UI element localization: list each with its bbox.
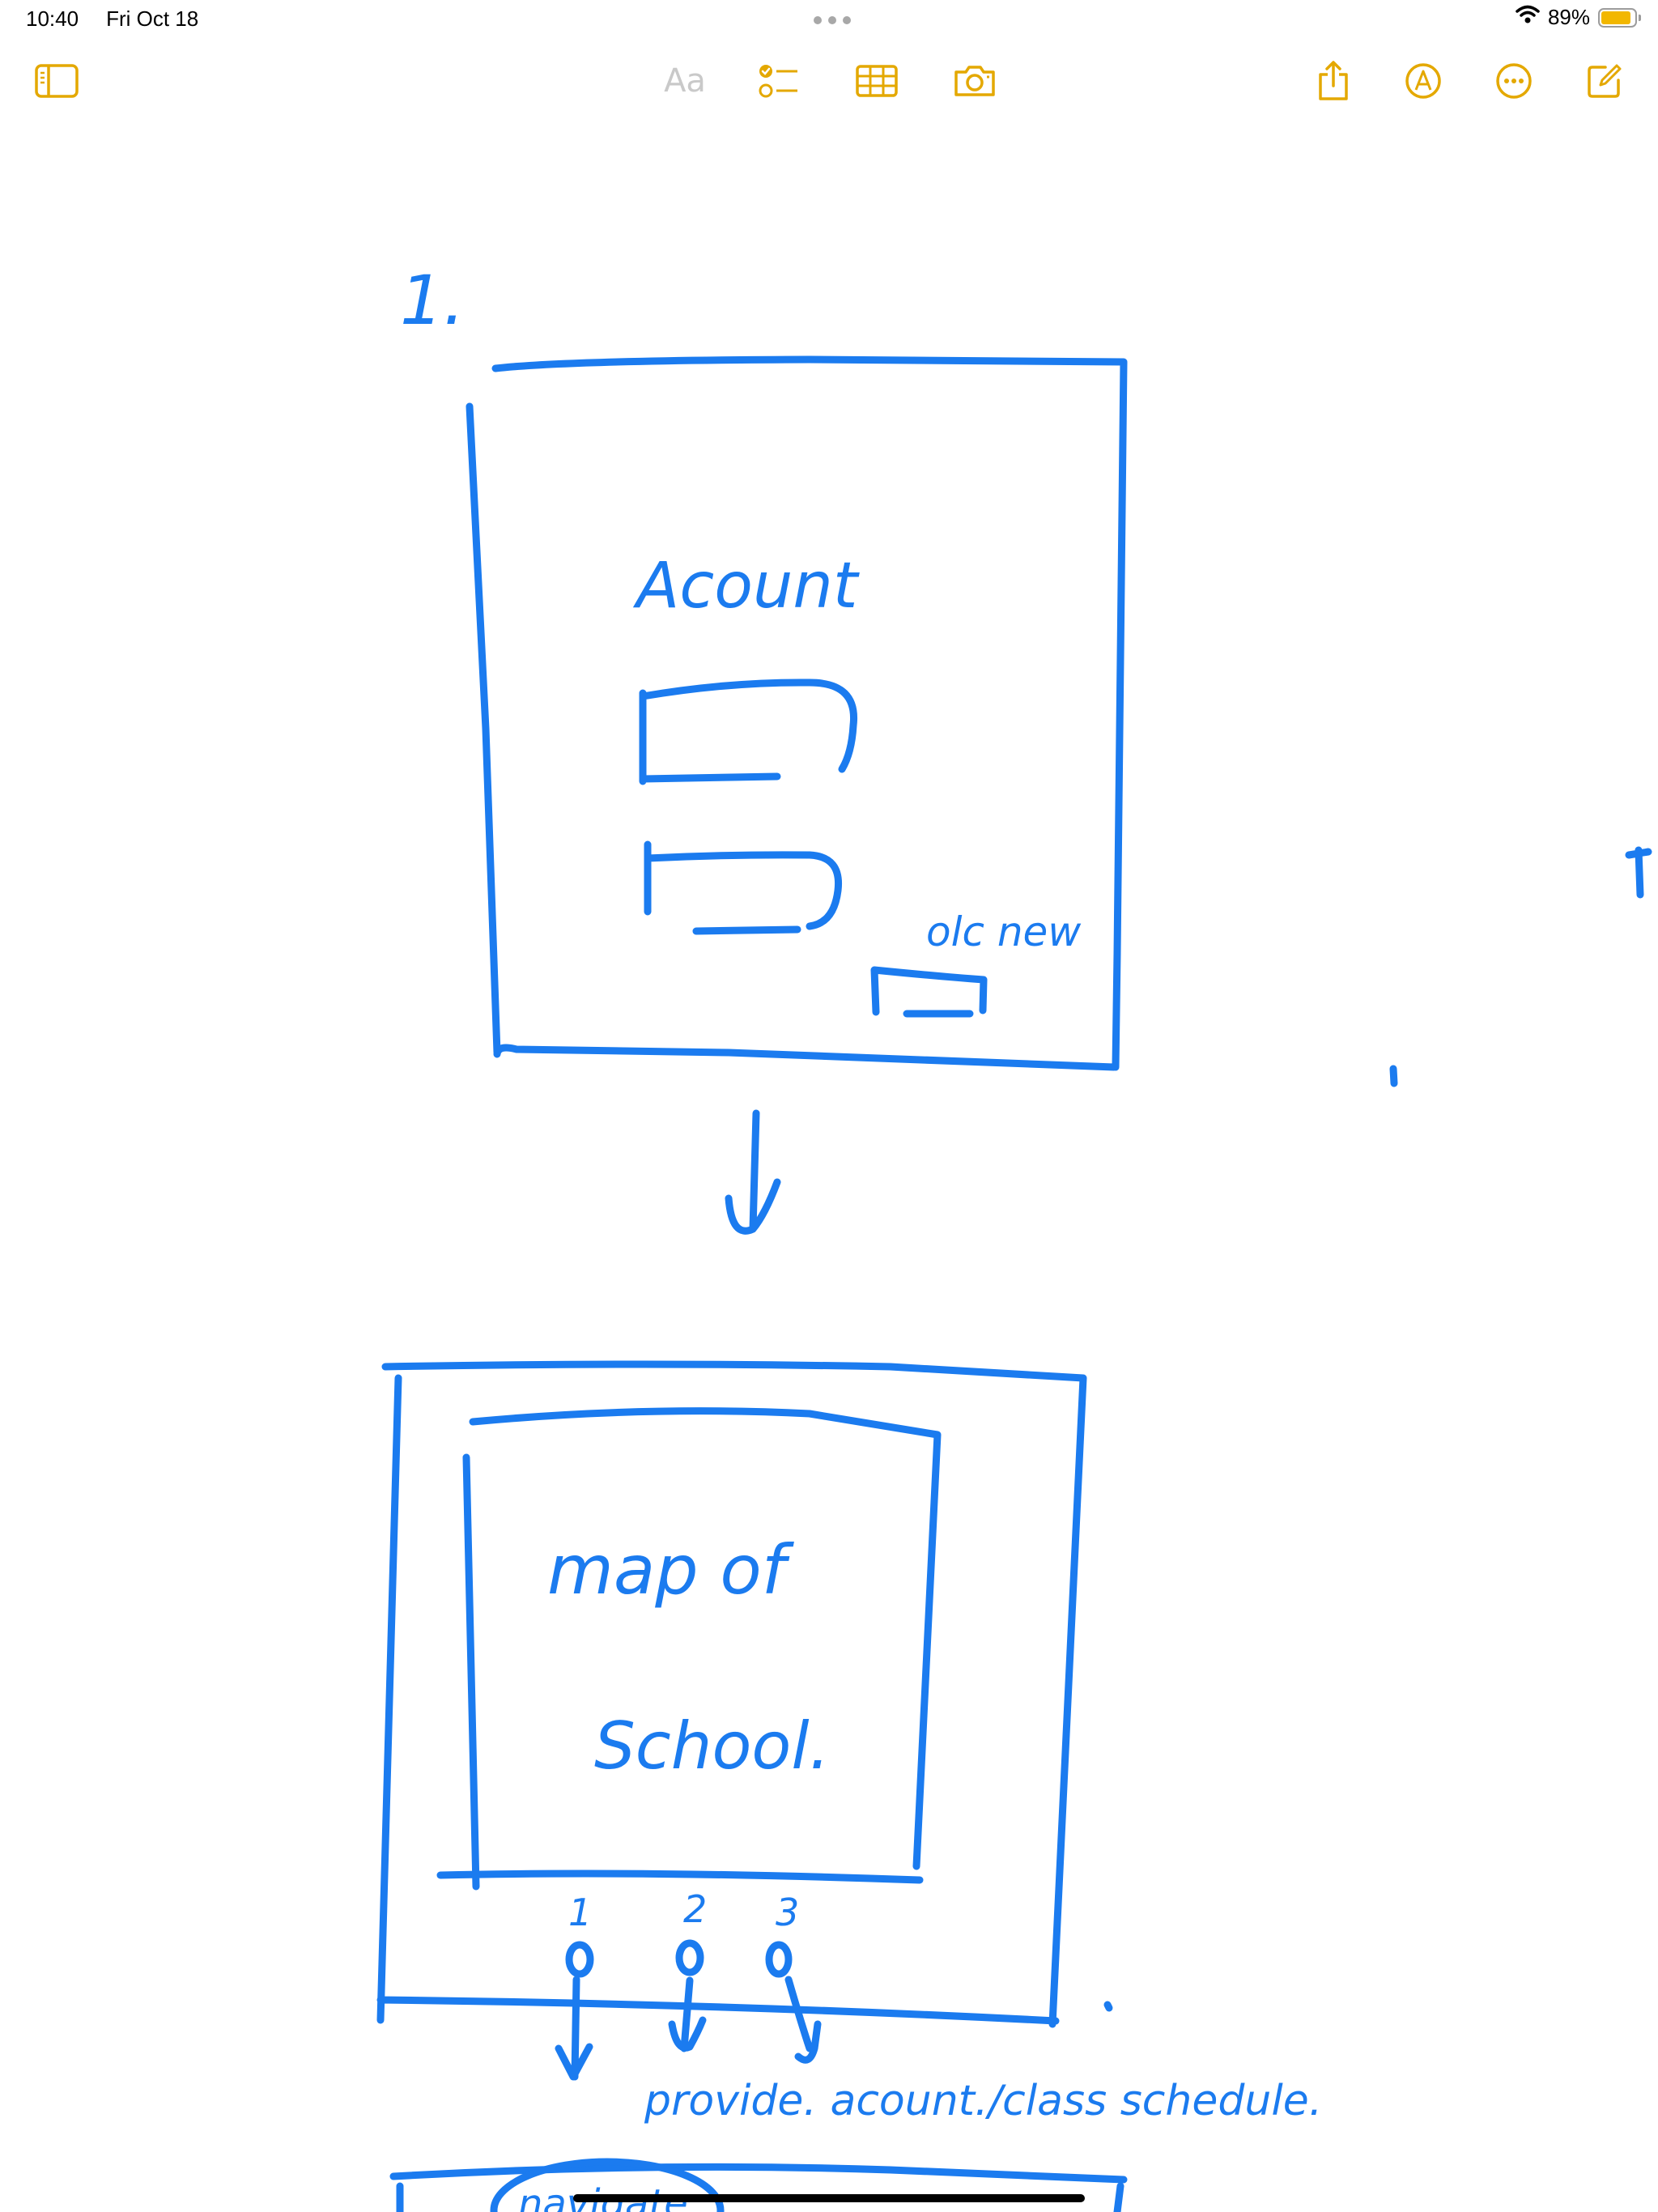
checklist-button[interactable]	[756, 49, 801, 113]
format-label: Aa	[664, 62, 706, 100]
dot	[843, 16, 851, 24]
status-left: 10:40 Fri Oct 18	[26, 6, 198, 32]
marker-1: 1	[555, 1891, 594, 2081]
marker-2: 2	[668, 1887, 707, 2052]
multitasking-dots[interactable]	[814, 16, 851, 24]
marker-3: 3	[765, 1891, 822, 2064]
input-box-1	[639, 678, 858, 785]
compose-button[interactable]	[1585, 49, 1624, 113]
share-icon	[1317, 60, 1350, 102]
marker-2-label: 2	[683, 1887, 707, 1931]
table-icon	[856, 65, 898, 97]
stray-mark	[1625, 846, 1652, 899]
ok-new-button-box	[870, 966, 988, 1018]
stray-mark	[1103, 2001, 1113, 2012]
battery-fill	[1601, 11, 1630, 24]
battery-icon	[1598, 7, 1641, 28]
screen2-outer-frame	[376, 1360, 1087, 2028]
map-label-line1: map of	[547, 1530, 795, 1610]
more-icon	[1495, 62, 1533, 100]
notes-toolbar: Aa	[0, 49, 1658, 113]
ok-new-button-text: olc new	[926, 908, 1081, 955]
sidebar-button[interactable]	[32, 49, 81, 113]
markup-pen-icon	[1405, 62, 1442, 100]
status-bar: 10:40 Fri Oct 18 89%	[0, 0, 1658, 39]
status-time: 10:40	[26, 6, 79, 31]
dot	[814, 16, 822, 24]
caption-text: provide. acount./class schedule.	[644, 2077, 1322, 2125]
screen1-frame	[466, 355, 1128, 1071]
navigate-circle	[490, 2158, 725, 2212]
dot	[828, 16, 836, 24]
camera-icon	[953, 64, 997, 98]
map-label-line2: School.	[594, 1708, 830, 1784]
markup-button[interactable]	[1404, 49, 1443, 113]
sidebar-icon	[35, 64, 79, 98]
step-number-text: 1.	[400, 261, 465, 340]
table-button[interactable]	[855, 49, 899, 113]
marker-1-label: 1	[568, 1891, 592, 1934]
compose-icon	[1586, 62, 1623, 100]
battery-percent: 89%	[1547, 5, 1590, 29]
map-frame	[436, 1407, 942, 1891]
share-button[interactable]	[1315, 49, 1352, 113]
more-button[interactable]	[1494, 49, 1533, 113]
status-right: 89%	[1516, 5, 1641, 30]
account-title-text: Acount	[632, 550, 860, 623]
arrow-down-icon	[725, 1109, 781, 1235]
home-indicator[interactable]	[573, 2194, 1085, 2202]
marker-3-label: 3	[776, 1891, 799, 1934]
checklist-icon	[759, 62, 799, 100]
input-box-2	[644, 840, 843, 935]
stray-mark	[1389, 1065, 1398, 1087]
status-date: Fri Oct 18	[106, 6, 199, 31]
wifi-icon	[1516, 5, 1540, 30]
format-button[interactable]: Aa	[657, 49, 712, 113]
camera-button[interactable]	[952, 49, 997, 113]
